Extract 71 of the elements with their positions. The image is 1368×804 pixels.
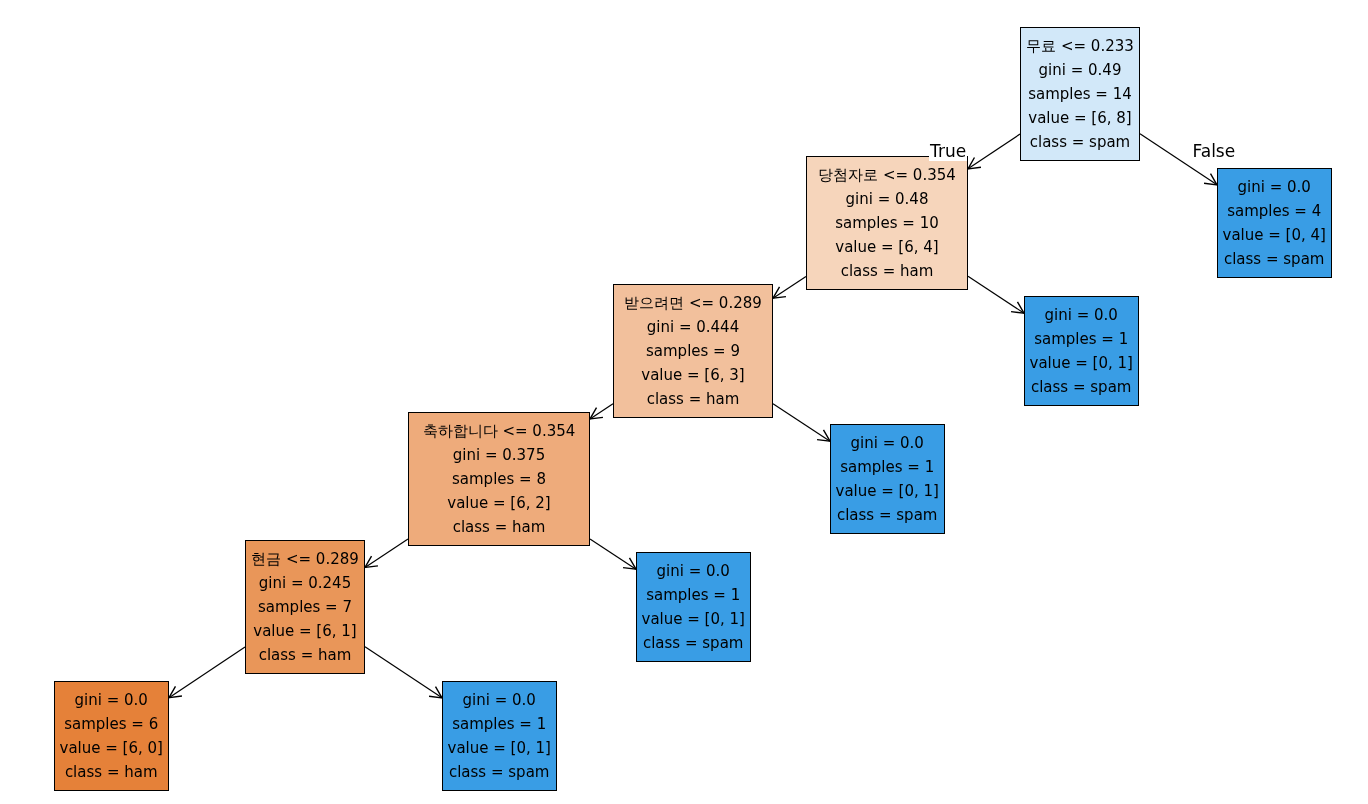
node-text: gini = 0.0 <box>850 433 924 454</box>
node-text: value = [6, 8] <box>1028 108 1132 129</box>
node-text: value = [0, 1] <box>641 609 745 630</box>
node-text: class = spam <box>642 633 744 654</box>
leaf-box <box>441 681 557 791</box>
node-text: samples = 8 <box>452 469 546 490</box>
decision-box <box>806 156 968 290</box>
node-text: samples = 7 <box>258 597 352 618</box>
decision-box <box>613 284 773 418</box>
node-text: samples = 10 <box>835 213 939 234</box>
arrow <box>168 646 246 699</box>
leaf-box <box>1023 296 1139 406</box>
node-text: value = [6, 1] <box>253 621 357 642</box>
node-text: value = [6, 3] <box>641 365 745 386</box>
node-text: gini = 0.444 <box>646 317 740 338</box>
node-text: samples = 6 <box>64 714 159 735</box>
node-text: value = [6, 0] <box>59 738 163 759</box>
node-text: samples = 1 <box>646 585 741 606</box>
leaf-box <box>1216 168 1332 278</box>
node-text: samples = 1 <box>1034 329 1129 350</box>
arrow <box>772 275 807 299</box>
node-text: value = [6, 2] <box>447 493 551 514</box>
node-text: 무료 <= 0.233 <box>1026 36 1134 57</box>
node-text: class = spam <box>1223 249 1325 270</box>
node-text: gini = 0.48 <box>845 189 929 210</box>
edge-label: True <box>929 141 968 161</box>
node-text: samples = 4 <box>1227 201 1322 222</box>
node-text: 축하합니다 <= 0.354 <box>422 421 576 442</box>
node-text: value = [6, 4] <box>835 237 939 258</box>
node-text: class = spam <box>1029 132 1131 153</box>
node-text: gini = 0.0 <box>656 561 730 582</box>
node-text: class = ham <box>64 762 158 783</box>
node-text: gini = 0.0 <box>74 690 148 711</box>
node-text: gini = 0.245 <box>258 573 352 594</box>
node-text: class = ham <box>452 517 546 538</box>
node-text: samples = 1 <box>452 714 547 735</box>
decision-box <box>408 412 590 546</box>
node-text: samples = 9 <box>646 341 740 362</box>
arrow <box>967 133 1021 170</box>
node-text: gini = 0.0 <box>1237 177 1311 198</box>
arrow <box>364 646 443 699</box>
node-text: samples = 1 <box>840 457 935 478</box>
node-text: value = [0, 1] <box>447 738 551 759</box>
node-text: samples = 14 <box>1028 84 1132 105</box>
node-text: 받으려면 <= 0.289 <box>624 293 762 314</box>
node-text: class = ham <box>258 645 352 666</box>
node-text: class = spam <box>836 505 938 526</box>
arrow <box>967 275 1025 314</box>
arrow <box>364 538 409 569</box>
node-text: gini = 0.49 <box>1038 60 1122 81</box>
node-text: class = spam <box>448 762 550 783</box>
node-text: 당첨자로 <= 0.354 <box>818 165 956 186</box>
node-text: value = [0, 1] <box>1029 353 1133 374</box>
node-text: value = [0, 4] <box>1222 225 1326 246</box>
decision-box <box>1020 27 1140 161</box>
node-text: gini = 0.375 <box>452 445 546 466</box>
leaf-box <box>53 681 169 791</box>
arrow <box>772 403 831 442</box>
node-text: gini = 0.0 <box>1044 305 1118 326</box>
node-text: value = [0, 1] <box>835 481 939 502</box>
node-text: class = ham <box>840 261 934 282</box>
node-text: gini = 0.0 <box>462 690 536 711</box>
arrow <box>589 538 637 570</box>
leaf-box <box>829 424 945 534</box>
arrow <box>1139 133 1218 186</box>
decision-box <box>245 540 365 674</box>
node-text: 현금 <= 0.289 <box>251 549 359 570</box>
node-text: class = ham <box>646 389 740 410</box>
leaf-box <box>635 552 751 662</box>
arrow <box>589 403 614 420</box>
node-text: class = spam <box>1030 377 1132 398</box>
